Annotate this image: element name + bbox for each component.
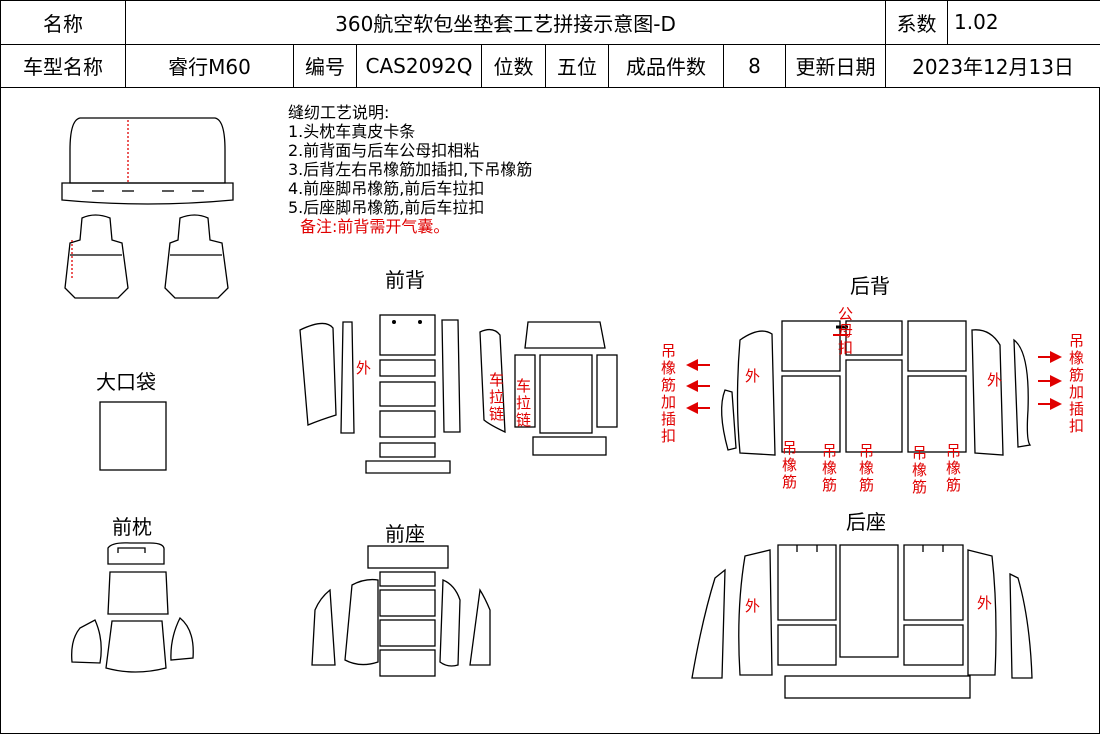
front-pillow-pieces — [71, 542, 194, 673]
drawing-title: 360航空软包坐垫套工艺拼接示意图-D — [124, 0, 887, 45]
date-value: 2023年12月13日 — [885, 43, 1100, 88]
note-item: 2.前背面与后车公母扣相粘 — [288, 141, 480, 160]
model-value: 睿行M60 — [125, 43, 294, 88]
note-item: 3.后背左右吊橡筋加插扣,下吊橡筋 — [288, 160, 533, 179]
elastic-buckle-mark: 吊橡筋加插扣 — [660, 342, 676, 445]
coef-label: 系数 — [885, 0, 949, 45]
front-seat-thumbnails — [64, 214, 229, 299]
section-rear-seat: 后座 — [846, 510, 886, 534]
big-pocket-piece — [99, 401, 167, 471]
outer-mark: 外 — [744, 597, 760, 615]
code-label: 编号 — [293, 43, 357, 88]
note-item: 5.后座脚吊橡筋,前后车拉扣 — [288, 198, 485, 217]
code-value: CAS2092Q — [356, 43, 482, 88]
outer-mark: 外 — [976, 594, 992, 612]
count-value: 8 — [723, 43, 786, 88]
rear-back-pieces — [721, 320, 1032, 456]
header-table: 名称 360航空软包坐垫套工艺拼接示意图-D 系数 1.02 车型名称 睿行M6… — [0, 0, 1100, 88]
elastic-mark: 吊橡筋 — [858, 442, 874, 494]
elastic-mark: 吊橡筋 — [821, 442, 837, 494]
count-label: 成品件数 — [608, 43, 724, 88]
elastic-mark: 吊橡筋 — [911, 444, 927, 496]
note-remark: 备注:前背需开气囊。 — [300, 217, 450, 236]
model-label: 车型名称 — [0, 43, 126, 88]
coef-value: 1.02 — [947, 0, 1100, 45]
seats-label: 位数 — [481, 43, 546, 88]
snap-mark: 公母扣 — [837, 305, 853, 357]
elastic-arrows — [686, 351, 1062, 414]
rear-bench-thumbnail — [61, 117, 234, 205]
seats-value: 五位 — [545, 43, 609, 88]
outer-mark: 外 — [744, 367, 760, 385]
rear-seat-pieces — [691, 544, 1033, 699]
zipper-mark: 车拉链 — [488, 371, 504, 423]
zipper-mark: 车拉链 — [515, 377, 531, 429]
note-item: 4.前座脚吊橡筋,前后车拉扣 — [288, 179, 485, 198]
section-front-pillow: 前枕 — [112, 515, 152, 539]
date-label: 更新日期 — [784, 43, 887, 88]
elastic-buckle-mark: 吊橡筋加插扣 — [1068, 332, 1084, 435]
outer-mark: 外 — [355, 359, 371, 377]
name-label: 名称 — [0, 0, 126, 45]
sewing-notes: 缝纫工艺说明: 1.头枕车真皮卡条 2.前背面与后车公母扣相粘 3.后背左右吊橡… — [288, 103, 532, 236]
notes-heading: 缝纫工艺说明: — [288, 103, 390, 122]
section-front-seat: 前座 — [385, 522, 425, 546]
section-big-pocket: 大口袋 — [96, 370, 156, 394]
outer-mark: 外 — [986, 371, 1002, 389]
elastic-mark: 吊橡筋 — [781, 439, 797, 491]
elastic-mark: 吊橡筋 — [945, 442, 961, 494]
section-front-back: 前背 — [385, 268, 425, 292]
front-back-pieces — [299, 314, 618, 474]
note-item: 1.头枕车真皮卡条 — [288, 122, 416, 141]
front-seat-pieces — [311, 545, 491, 677]
section-rear-back: 后背 — [850, 274, 890, 298]
